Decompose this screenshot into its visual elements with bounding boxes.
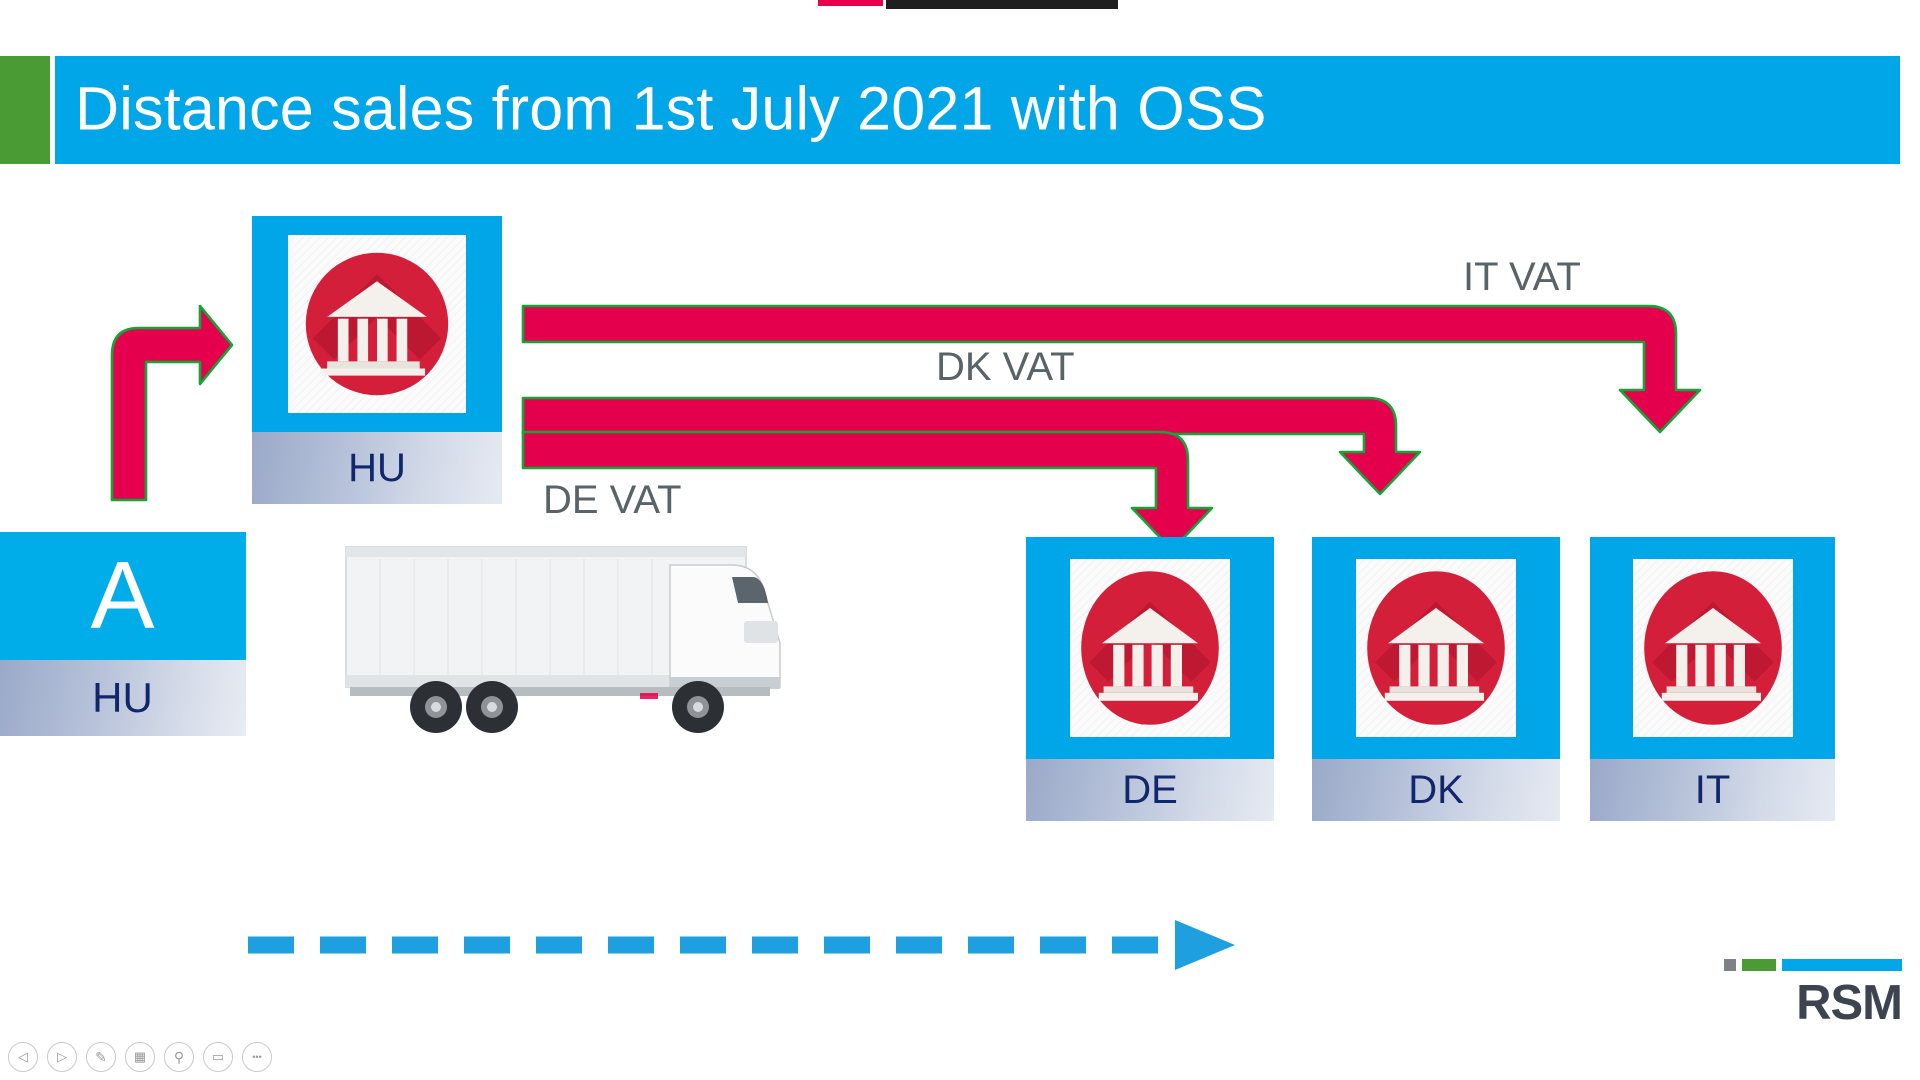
more-options-button[interactable]: ••• xyxy=(242,1042,272,1072)
origin-bank-label-band: HU xyxy=(252,432,502,504)
destination-dk-icon-frame xyxy=(1312,537,1560,759)
top-mark-dark xyxy=(886,0,1118,9)
origin-bank-box-hu: HU xyxy=(252,216,502,504)
previous-slide-button[interactable]: ◁ xyxy=(8,1042,38,1072)
ellipsis-icon: ••• xyxy=(252,1052,262,1062)
bank-icon xyxy=(1632,559,1793,737)
rectangle-icon: ▭ xyxy=(211,1049,225,1064)
rsm-bar-green xyxy=(1742,959,1776,971)
bank-icon xyxy=(288,235,466,413)
rsm-logo-wordmark: RSM xyxy=(1796,976,1903,1030)
next-slide-button[interactable]: ▷ xyxy=(47,1042,77,1072)
destination-it-label-band: IT xyxy=(1590,759,1835,821)
seller-country-label: HU xyxy=(92,674,153,721)
presentation-toolbar[interactable]: ◁ ▷ ✎ ▦ ⚲ ▭ ••• xyxy=(8,1042,272,1072)
destination-box-it: IT xyxy=(1590,537,1835,821)
destination-country-label: DK xyxy=(1408,767,1464,812)
title-green-accent xyxy=(0,56,50,164)
destination-it-icon-frame xyxy=(1590,537,1835,759)
seller-country-band: HU xyxy=(0,660,246,736)
pen-icon: ✎ xyxy=(95,1048,107,1065)
destination-de-label-band: DE xyxy=(1026,759,1274,821)
origin-bank-country-label: HU xyxy=(348,445,406,490)
inbound-arrow-icon xyxy=(110,304,234,502)
seller-code: A xyxy=(90,542,155,649)
blank-screen-button[interactable]: ▭ xyxy=(203,1042,233,1072)
destination-country-label: DE xyxy=(1122,767,1178,812)
zoom-button[interactable]: ⚲ xyxy=(164,1042,194,1072)
destination-dk-label-band: DK xyxy=(1312,759,1560,821)
destination-country-label: IT xyxy=(1694,767,1731,812)
all-slides-button[interactable]: ▦ xyxy=(125,1042,155,1072)
origin-bank-icon-frame xyxy=(252,216,502,432)
transport-dashed-arrow-icon xyxy=(248,920,1235,970)
route-label-de-vat: DE VAT xyxy=(543,478,682,522)
rsm-logo: RSM xyxy=(1724,959,1903,1030)
page-title: Distance sales from 1st July 2021 with O… xyxy=(75,74,1267,143)
route-label-dk-vat: DK VAT xyxy=(936,345,1075,389)
rsm-bar-grey xyxy=(1724,959,1736,971)
route-it xyxy=(521,304,1702,434)
bank-icon xyxy=(1356,559,1516,737)
pen-tool-button[interactable]: ✎ xyxy=(86,1042,116,1072)
top-edge-mark xyxy=(818,0,1118,10)
destination-de-icon-frame xyxy=(1026,537,1274,759)
destination-box-de: DE xyxy=(1026,537,1274,821)
seller-code-area: A xyxy=(0,532,246,660)
title-bar: Distance sales from 1st July 2021 with O… xyxy=(55,56,1900,164)
next-slide-icon: ▷ xyxy=(57,1049,67,1064)
delivery-truck-image xyxy=(340,525,800,750)
seller-box: A HU xyxy=(0,532,246,736)
top-mark-crimson xyxy=(818,0,883,6)
grid-icon: ▦ xyxy=(133,1049,147,1064)
magnifier-icon: ⚲ xyxy=(173,1048,185,1065)
previous-slide-icon: ◁ xyxy=(18,1049,28,1064)
route-label-it-vat: IT VAT xyxy=(1463,255,1581,299)
rsm-logo-bars xyxy=(1724,959,1902,975)
destination-box-dk: DK xyxy=(1312,537,1560,821)
rsm-bar-blue xyxy=(1782,959,1902,971)
bank-icon xyxy=(1070,559,1230,737)
